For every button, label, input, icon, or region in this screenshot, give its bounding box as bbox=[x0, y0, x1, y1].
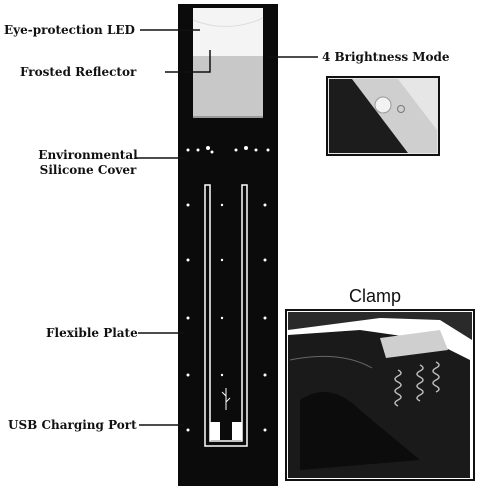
indicator-dots bbox=[186, 146, 270, 154]
usb-plug-right bbox=[232, 422, 242, 440]
plate-dots bbox=[186, 203, 267, 432]
frosted-reflector-panel bbox=[193, 56, 263, 116]
callout-lines bbox=[136, 29, 318, 426]
inset-panel bbox=[352, 79, 437, 153]
clamp-inset bbox=[285, 309, 475, 481]
label-silicone-cover: Environmental Silicone Cover bbox=[38, 148, 138, 178]
label-brightness-mode: 4 Brightness Mode bbox=[322, 50, 450, 64]
power-button bbox=[374, 96, 392, 114]
led-panel-curve bbox=[192, 17, 264, 28]
brightness-inset bbox=[326, 76, 440, 156]
inset-device-edge bbox=[329, 79, 408, 153]
label-flexible-plate: Flexible Plate bbox=[46, 326, 138, 340]
label-eye-protection-led: Eye-protection LED bbox=[4, 23, 135, 37]
power-icon bbox=[397, 105, 405, 113]
clamp-title: Clamp bbox=[349, 286, 402, 306]
usb-plug-left bbox=[210, 422, 220, 440]
usb-icon bbox=[221, 388, 231, 410]
label-silicone-line2: Silicone Cover bbox=[39, 163, 137, 177]
label-silicone-line1: Environmental bbox=[38, 148, 138, 162]
reflector-edge bbox=[193, 116, 263, 118]
clamp-springs bbox=[394, 361, 440, 407]
clamp-jaw bbox=[300, 392, 420, 470]
usb-port bbox=[210, 388, 242, 440]
label-usb-port: USB Charging Port bbox=[8, 418, 137, 432]
book-light-device bbox=[178, 4, 278, 486]
clamp-edge-highlight bbox=[289, 355, 373, 369]
callout-reflector bbox=[165, 50, 211, 73]
led-panel bbox=[193, 8, 263, 56]
label-frosted-reflector: Frosted Reflector bbox=[20, 65, 137, 79]
clamp-top bbox=[288, 312, 472, 340]
flexible-plate-slots bbox=[204, 184, 248, 447]
clamp-plate bbox=[380, 330, 448, 358]
